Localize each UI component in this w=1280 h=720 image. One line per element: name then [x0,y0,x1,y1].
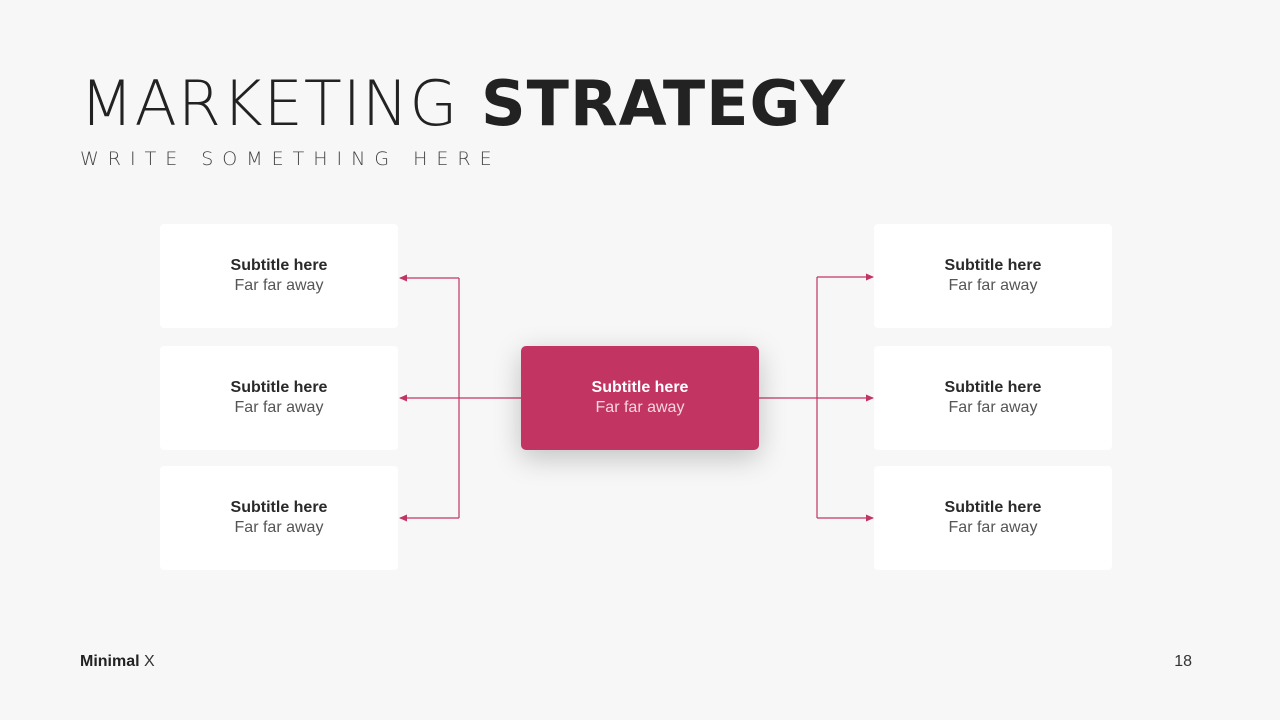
right-box-1: Subtitle here Far far away [874,224,1112,328]
brand-suffix: X [144,653,155,670]
box-title: Subtitle here [591,379,689,396]
title-light: MARKETING [80,67,459,140]
box-text: Far far away [948,519,1038,536]
box-title: Subtitle here [944,257,1042,274]
box-title: Subtitle here [944,379,1042,396]
slide-title: MARKETING STRATEGY [80,66,846,142]
box-title: Subtitle here [230,379,328,396]
box-title: Subtitle here [230,257,328,274]
box-text: Far far away [595,399,685,416]
box-text: Far far away [234,277,324,294]
box-title: Subtitle here [944,499,1042,516]
right-box-3: Subtitle here Far far away [874,466,1112,570]
title-bold: STRATEGY [481,67,846,140]
box-text: Far far away [948,277,1038,294]
left-box-1: Subtitle here Far far away [160,224,398,328]
left-box-2: Subtitle here Far far away [160,346,398,450]
box-text: Far far away [948,399,1038,416]
box-text: Far far away [234,399,324,416]
brand-logo: Minimal X [80,653,155,671]
brand-name: Minimal [80,653,140,670]
box-title: Subtitle here [230,499,328,516]
center-box: Subtitle here Far far away [521,346,759,450]
box-text: Far far away [234,519,324,536]
right-box-2: Subtitle here Far far away [874,346,1112,450]
page-number: 18 [1174,653,1192,670]
slide-subtitle: WRITE SOMETHING HERE [80,148,501,170]
left-box-3: Subtitle here Far far away [160,466,398,570]
